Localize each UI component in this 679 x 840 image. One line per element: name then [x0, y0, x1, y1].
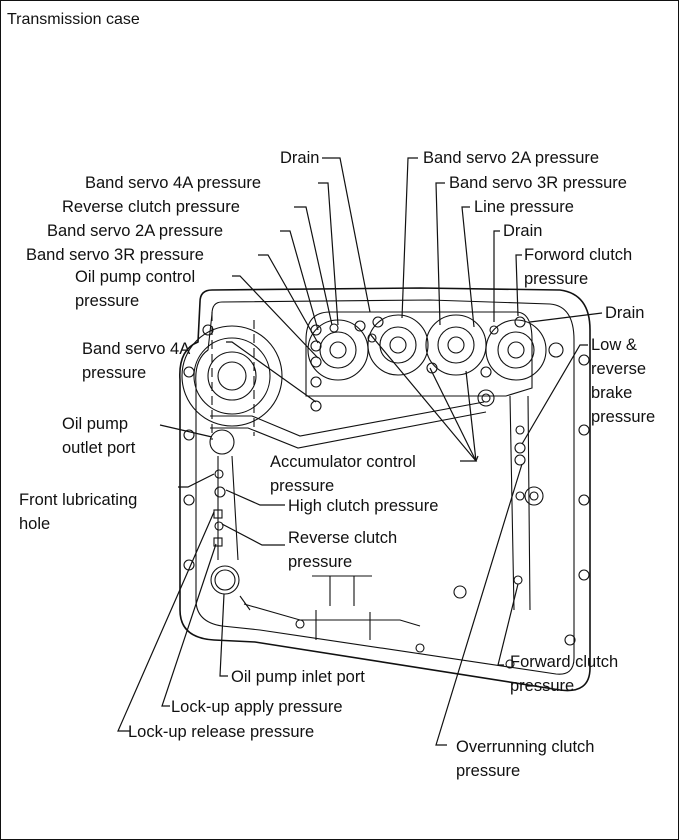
label-lock-up-release-pressure: Lock-up release pressure	[128, 723, 314, 741]
label-reverse-clutch-1: Reverse clutch	[288, 529, 397, 547]
label-band-servo-2a-pressure-left: Band servo 2A pressure	[47, 222, 223, 240]
label-forward-clutch-1: Forward clutch	[510, 653, 618, 671]
label-drain-right: Drain	[605, 304, 644, 322]
label-overrunning-2: pressure	[456, 762, 520, 780]
label-drain-top: Drain	[280, 149, 319, 167]
oil-pump-housing	[181, 312, 283, 440]
label-low-reverse-3: brake	[591, 384, 632, 402]
label-band-servo-4a-1: Band servo 4A	[82, 340, 190, 358]
label-oil-pump-control-1: Oil pump control	[75, 268, 195, 286]
label-reverse-clutch-2: pressure	[288, 553, 352, 571]
label-forword-clutch-1: Forword clutch	[524, 246, 632, 264]
leader-lines	[117, 157, 603, 746]
label-oil-pump-control-2: pressure	[75, 292, 139, 310]
label-accumulator-2: pressure	[270, 477, 334, 495]
label-front-lubricating-2: hole	[19, 515, 50, 533]
label-lock-up-apply-pressure: Lock-up apply pressure	[171, 698, 343, 716]
label-band-servo-2a-pressure-right: Band servo 2A pressure	[423, 149, 599, 167]
diagram-title: Transmission case	[7, 11, 140, 28]
label-high-clutch-pressure: High clutch pressure	[288, 497, 438, 515]
band-servo-bores	[305, 311, 547, 412]
label-overrunning-1: Overrunning clutch	[456, 738, 595, 756]
label-forword-clutch-2: pressure	[524, 270, 588, 288]
label-oil-pump-inlet-port: Oil pump inlet port	[231, 668, 365, 686]
label-band-servo-4a-2: pressure	[82, 364, 146, 382]
label-oil-pump-outlet-1: Oil pump	[62, 415, 128, 433]
label-band-servo-3r-pressure-left: Band servo 3R pressure	[26, 246, 204, 264]
label-line-pressure: Line pressure	[474, 198, 574, 216]
label-forward-clutch-2: pressure	[510, 677, 574, 695]
label-reverse-clutch-pressure-top: Reverse clutch pressure	[62, 198, 240, 216]
label-low-reverse-4: pressure	[591, 408, 655, 426]
callout-labels: Drain Band servo 4A pressure Reverse clu…	[19, 149, 655, 780]
label-low-reverse-1: Low &	[591, 336, 637, 354]
label-oil-pump-outlet-2: outlet port	[62, 439, 136, 457]
label-front-lubricating-1: Front lubricating	[19, 491, 137, 509]
label-low-reverse-2: reverse	[591, 360, 646, 378]
label-drain-mid: Drain	[503, 222, 542, 240]
valve-body-passages	[209, 395, 544, 640]
label-band-servo-3r-pressure-right: Band servo 3R pressure	[449, 174, 627, 192]
label-band-servo-4a-pressure: Band servo 4A pressure	[85, 174, 261, 192]
label-accumulator-1: Accumulator control	[270, 453, 416, 471]
